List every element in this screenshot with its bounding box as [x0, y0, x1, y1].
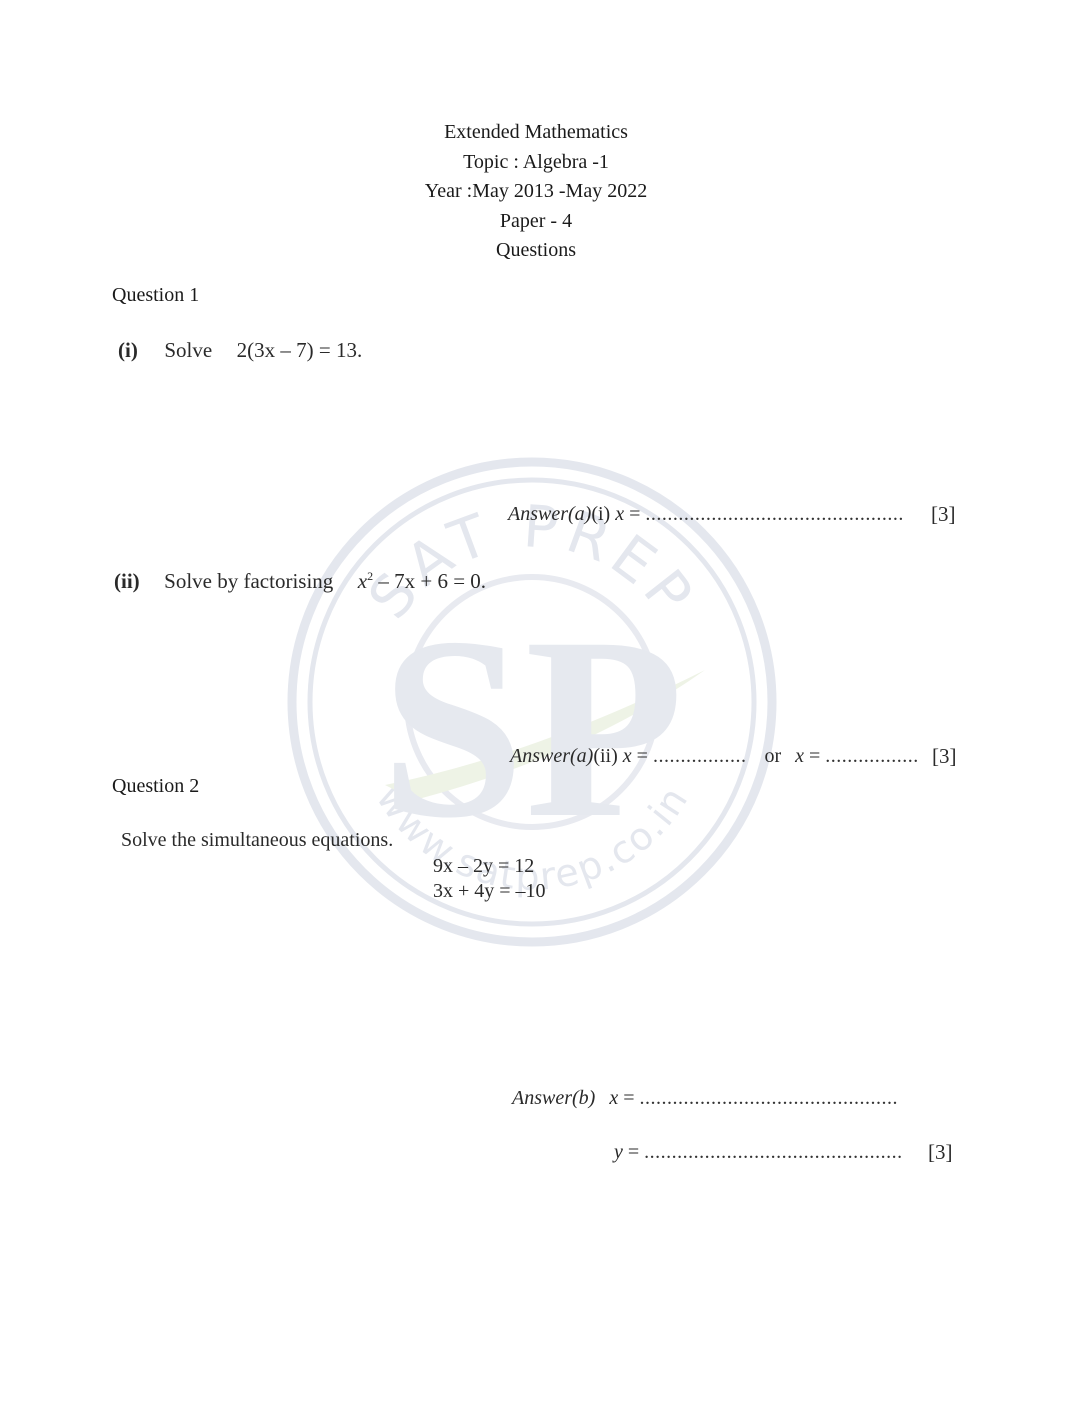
document-header: Extended Mathematics Topic : Algebra -1 …	[0, 118, 1072, 266]
q1-part-ii-marks: [3]	[932, 744, 957, 768]
q1-part-i: (i) Solve 2(3x – 7) = 13.	[118, 338, 362, 363]
answer-blank: ........................................…	[645, 503, 904, 525]
q1-part-ii-answer: Answer(a)(ii) x = ................. or x…	[510, 745, 919, 768]
answer-prefix: Answer(a)	[510, 745, 594, 767]
answer-part: (i)	[591, 503, 616, 525]
answer-var-y: y	[614, 1141, 623, 1163]
q2-instruction: Solve the simultaneous equations.	[121, 829, 394, 851]
answer-prefix: Answer(b)	[512, 1087, 596, 1109]
or-text: or	[764, 745, 782, 767]
q2-answer-x: Answer(b) x = ..........................…	[512, 1087, 898, 1110]
header-years: Year :May 2013 -May 2022	[424, 180, 648, 202]
watermark-monogram: SP	[380, 584, 683, 872]
answer-equals: =	[631, 745, 653, 767]
q1-part-ii-text: Solve by factorising	[164, 569, 334, 593]
answer-var: x	[615, 503, 625, 525]
eq-rest: – 7x + 6 = 0.	[373, 569, 487, 593]
q1-part-ii: (ii) Solve by factorising x2 – 7x + 6 = …	[114, 569, 486, 594]
answer-var: x	[622, 745, 632, 767]
header-topic: Topic : Algebra -1	[463, 150, 609, 173]
answer-equals-2: =	[804, 745, 826, 767]
answer-equals: =	[618, 1087, 640, 1109]
q1-part-i-answer: Answer(a)(i) x = .......................…	[508, 503, 904, 526]
q1-part-i-equation: 2(3x – 7) = 13.	[236, 338, 363, 362]
answer-blank-2: .................	[825, 745, 919, 767]
q2-answer-y: y = ....................................…	[614, 1141, 903, 1164]
answer-equals: =	[624, 503, 646, 525]
answer-blank-x: ........................................…	[639, 1087, 898, 1109]
q1-part-i-label: (i)	[118, 338, 138, 362]
question-2-title: Question 2	[112, 775, 200, 797]
question-1-title: Question 1	[112, 284, 200, 306]
answer-blank-1: .................	[652, 745, 747, 767]
answer-prefix: Answer(a)	[508, 503, 592, 525]
q2-equation-1: 9x – 2y = 12	[433, 855, 535, 877]
header-course: Extended Mathematics	[444, 121, 628, 143]
q2-equation-2: 3x + 4y = –10	[433, 880, 546, 902]
q1-part-i-marks: [3]	[931, 502, 956, 526]
q1-part-ii-equation: x2 – 7x + 6 = 0.	[358, 569, 486, 593]
eq-sup: 2	[367, 569, 374, 583]
header-paper: Paper - 4	[499, 209, 573, 232]
q2-marks: [3]	[928, 1140, 953, 1164]
eq-x: x	[357, 569, 368, 593]
answer-blank-y: ........................................…	[644, 1141, 903, 1163]
answer-var-2: x	[795, 745, 804, 767]
header-questions: Questions	[496, 239, 576, 261]
answer-var-x: x	[609, 1087, 619, 1109]
answer-equals: =	[622, 1141, 645, 1163]
q1-part-i-text: Solve	[164, 338, 213, 362]
q1-part-ii-label: (ii)	[114, 569, 140, 593]
answer-part: (ii)	[593, 745, 623, 767]
